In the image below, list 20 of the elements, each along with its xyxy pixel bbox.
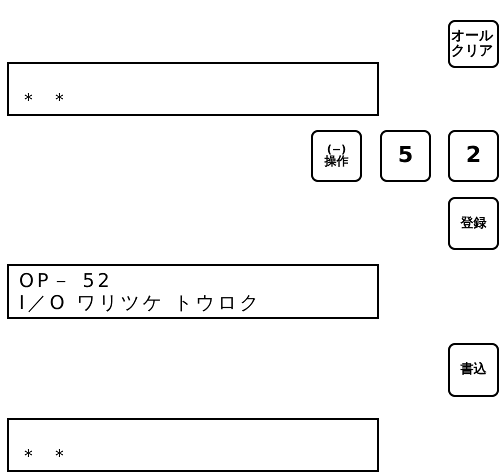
- keypad-key: [448, 130, 499, 182]
- key-label: 5: [398, 144, 414, 168]
- keypad-key: [311, 130, 362, 182]
- key-label: 操作: [324, 155, 348, 168]
- display-text: ＊ ＊: [19, 446, 74, 468]
- display-text: ＊ ＊: [19, 90, 74, 112]
- key-label: 2: [466, 144, 482, 168]
- keypad-key: [448, 197, 499, 250]
- lcd-display: [7, 62, 379, 116]
- key-label: 登録: [460, 216, 486, 230]
- key-label: (−): [326, 144, 346, 156]
- key-label: 書込: [460, 363, 486, 377]
- key-label: オールクリア: [451, 29, 494, 59]
- display-text: I／O ワリツケ トウロク: [19, 293, 263, 315]
- display-text: OP－ 52: [19, 271, 114, 294]
- keypad-key: [448, 343, 499, 397]
- lcd-display: [7, 264, 379, 319]
- keypad-key: [448, 20, 499, 68]
- keypad-key: [380, 130, 431, 182]
- lcd-display: [7, 418, 379, 472]
